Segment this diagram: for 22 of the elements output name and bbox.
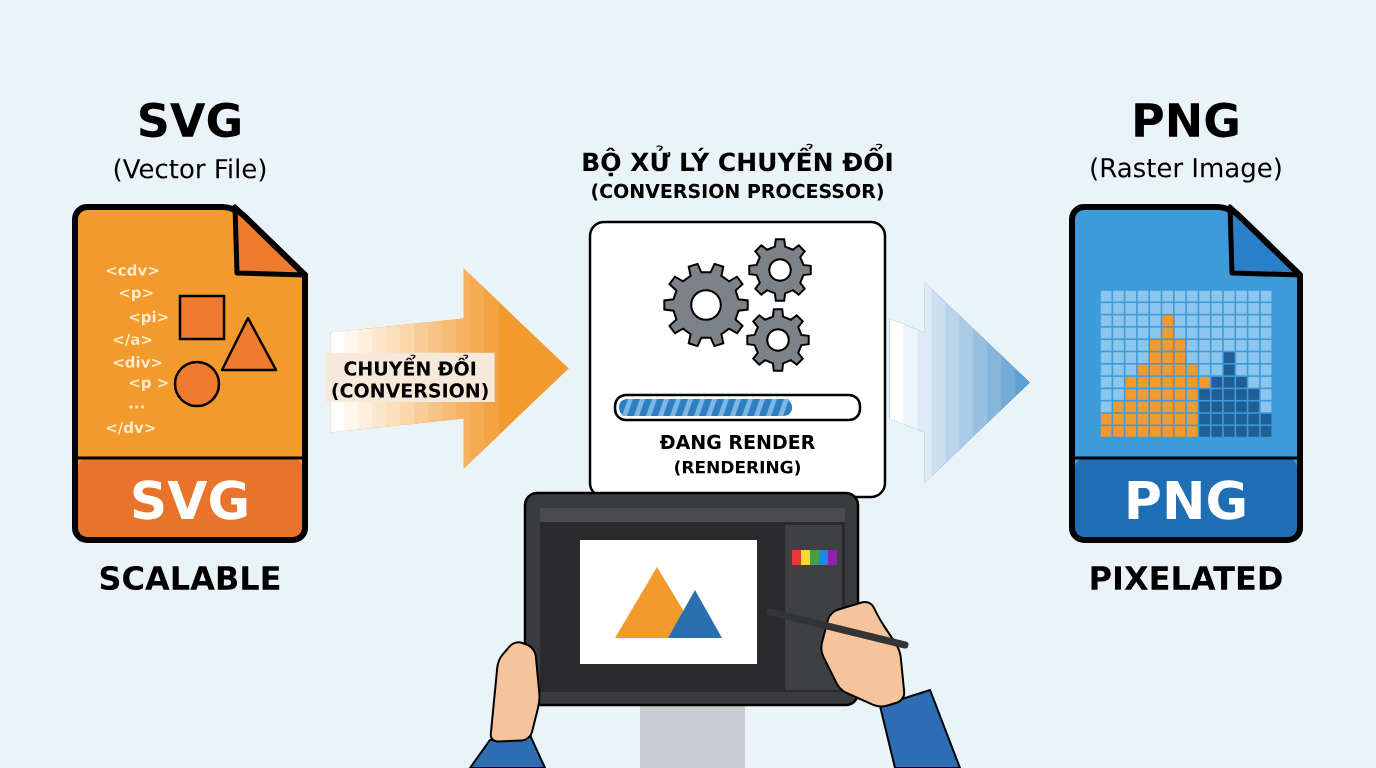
code-line: ...	[129, 405, 144, 409]
code-line: <cdv>	[106, 264, 159, 276]
subtitle: (CONVERSION PROCESSOR)	[592, 183, 883, 201]
arrow	[889, 282, 1030, 483]
code-line: <pi>	[129, 310, 168, 326]
code-line: </a>	[113, 333, 152, 347]
status-label: ĐANG RENDER	[660, 434, 815, 450]
heading: PNG	[1135, 102, 1238, 138]
code-line: <div>	[113, 356, 162, 368]
subtitle: (Raster Image)	[1091, 157, 1281, 183]
subtitle: (Vector File)	[114, 158, 266, 182]
code-line: <p>	[119, 288, 153, 302]
code-line: <p >	[129, 378, 168, 392]
code-line: </dv>	[106, 421, 155, 435]
heading: BỘ XỬ LÝ CHUYỂN ĐỔI	[583, 143, 892, 177]
badge-label: PNG	[1128, 480, 1245, 520]
node-label: SCALABLE	[100, 565, 280, 591]
badge-label: SVG	[133, 480, 247, 520]
node-label: PIXELATED	[1091, 566, 1282, 590]
status-subtitle: (RENDERING)	[675, 460, 800, 476]
heading: SVG	[140, 102, 240, 138]
edge-label: CHUYỂN ĐỔI (CONVERSION)	[325, 352, 495, 402]
